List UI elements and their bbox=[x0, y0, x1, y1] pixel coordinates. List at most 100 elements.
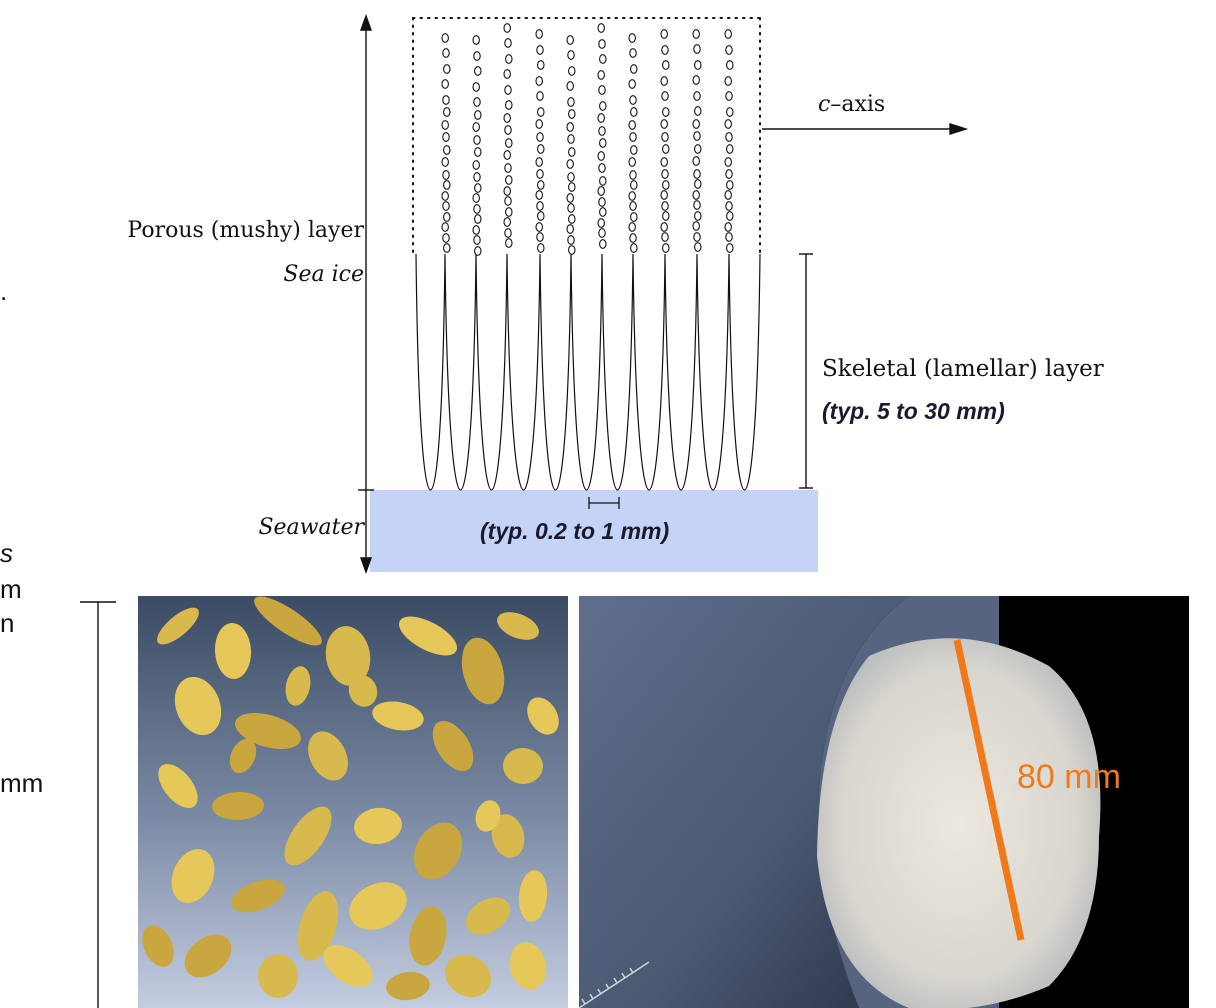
brine-pocket bbox=[503, 113, 511, 123]
brine-pocket bbox=[535, 29, 543, 39]
c-axis-label: c–axis bbox=[818, 92, 885, 117]
brine-pocket bbox=[537, 211, 545, 221]
brine-pocket bbox=[566, 193, 574, 203]
brine-inclusion bbox=[354, 807, 402, 845]
brine-pocket bbox=[535, 222, 543, 232]
brine-pocket bbox=[694, 179, 702, 189]
brine-pocket bbox=[472, 35, 480, 45]
c-axis-label-c: c bbox=[818, 92, 831, 117]
brine-pocket bbox=[472, 160, 480, 170]
brine-pocket bbox=[473, 172, 481, 182]
brine-pocket bbox=[629, 170, 637, 180]
brine-pocket bbox=[628, 157, 636, 167]
skeletal-layer-bracket bbox=[799, 253, 813, 489]
brine-pocket bbox=[504, 196, 512, 206]
left-edge-fragment-2: s bbox=[0, 538, 13, 568]
brine-pocket bbox=[630, 180, 638, 190]
brine-pocket bbox=[443, 212, 451, 222]
brine-pocket bbox=[505, 238, 513, 248]
brine-inclusion-blobs bbox=[142, 596, 559, 1001]
brine-pocket bbox=[662, 144, 670, 154]
brine-pocket bbox=[598, 197, 606, 207]
brine-pocket bbox=[443, 107, 451, 117]
brine-pocket bbox=[442, 95, 450, 105]
brine-inclusion bbox=[158, 763, 198, 809]
brine-pocket bbox=[442, 201, 450, 211]
brine-pocket bbox=[725, 91, 733, 101]
brine-pocket bbox=[505, 54, 513, 64]
measure-line bbox=[953, 639, 1025, 941]
brine-pocket bbox=[726, 211, 734, 221]
brine-pocket bbox=[441, 222, 449, 232]
brine-inclusion bbox=[348, 675, 378, 707]
brine-pocket bbox=[629, 132, 637, 142]
brine-pocket bbox=[566, 35, 574, 45]
brine-inclusion bbox=[235, 712, 301, 750]
brine-pocket bbox=[724, 76, 732, 86]
brine-pocket bbox=[630, 243, 638, 253]
brine-pocket bbox=[597, 151, 605, 161]
brine-pocket bbox=[599, 101, 607, 111]
brine-pocket bbox=[628, 222, 636, 232]
seawater-label: Seawater bbox=[258, 515, 364, 540]
brine-inclusion bbox=[214, 623, 252, 679]
brine-pocket bbox=[661, 232, 669, 242]
left-edge-fragment-3: m bbox=[0, 574, 22, 604]
brine-pocket bbox=[726, 144, 734, 154]
brine-pocket bbox=[474, 110, 482, 120]
brine-pocket bbox=[503, 150, 511, 160]
brine-pocket bbox=[693, 200, 701, 210]
brine-inclusion bbox=[308, 731, 348, 781]
brine-pocket bbox=[694, 211, 702, 221]
brine-pocket bbox=[693, 232, 701, 242]
brine-pocket bbox=[474, 66, 482, 76]
brine-pocket bbox=[693, 91, 701, 101]
brine-inclusion bbox=[285, 666, 311, 706]
brine-pocket bbox=[441, 33, 449, 43]
left-edge-fragment-1: . bbox=[0, 276, 8, 306]
brine-pocket bbox=[725, 132, 733, 142]
brine-pocket bbox=[443, 180, 451, 190]
brine-pocket bbox=[693, 131, 701, 141]
brine-pocket bbox=[503, 23, 511, 33]
brine-pocket bbox=[662, 243, 670, 253]
c-axis-label-rest: –axis bbox=[830, 92, 886, 117]
brine-pocket bbox=[660, 29, 668, 39]
brine-pocket bbox=[536, 45, 544, 55]
brine-inclusion bbox=[527, 697, 559, 735]
brine-pocket bbox=[535, 157, 543, 167]
brine-pocket bbox=[724, 222, 732, 232]
brine-pocket bbox=[503, 69, 511, 79]
brine-pocket bbox=[694, 144, 702, 154]
plate-spacing-scalebar bbox=[588, 497, 620, 509]
brine-inclusion bbox=[461, 637, 505, 705]
brine-pocket bbox=[628, 120, 636, 130]
brine-inclusion bbox=[518, 870, 548, 922]
brine-pocket bbox=[473, 204, 481, 214]
brine-inclusion bbox=[372, 701, 424, 731]
brine-pocket bbox=[504, 38, 512, 48]
brine-pocket bbox=[442, 132, 450, 142]
brine-pocket bbox=[724, 119, 732, 129]
brine-pocket bbox=[597, 23, 605, 33]
ice-core-photo bbox=[579, 596, 1189, 1008]
brine-pocket bbox=[566, 159, 574, 169]
brine-inclusion bbox=[475, 800, 501, 832]
brine-pocket bbox=[726, 180, 734, 190]
brine-pocket bbox=[536, 201, 544, 211]
brine-pocket bbox=[599, 54, 607, 64]
brine-pocket bbox=[599, 207, 607, 217]
brine-pocket bbox=[662, 107, 670, 117]
brine-pocket bbox=[568, 182, 576, 192]
brine-pocket bbox=[599, 138, 607, 148]
brine-pocket bbox=[630, 212, 638, 222]
brine-pocket bbox=[598, 39, 606, 49]
brine-pocket bbox=[598, 85, 606, 95]
brine-inclusion bbox=[497, 612, 539, 640]
brine-inclusion bbox=[509, 942, 547, 990]
brine-inclusion bbox=[174, 676, 222, 736]
brine-inclusion bbox=[142, 925, 174, 967]
brine-pocket bbox=[629, 233, 637, 243]
plate-profile bbox=[415, 253, 761, 491]
brine-pocket bbox=[536, 169, 544, 179]
